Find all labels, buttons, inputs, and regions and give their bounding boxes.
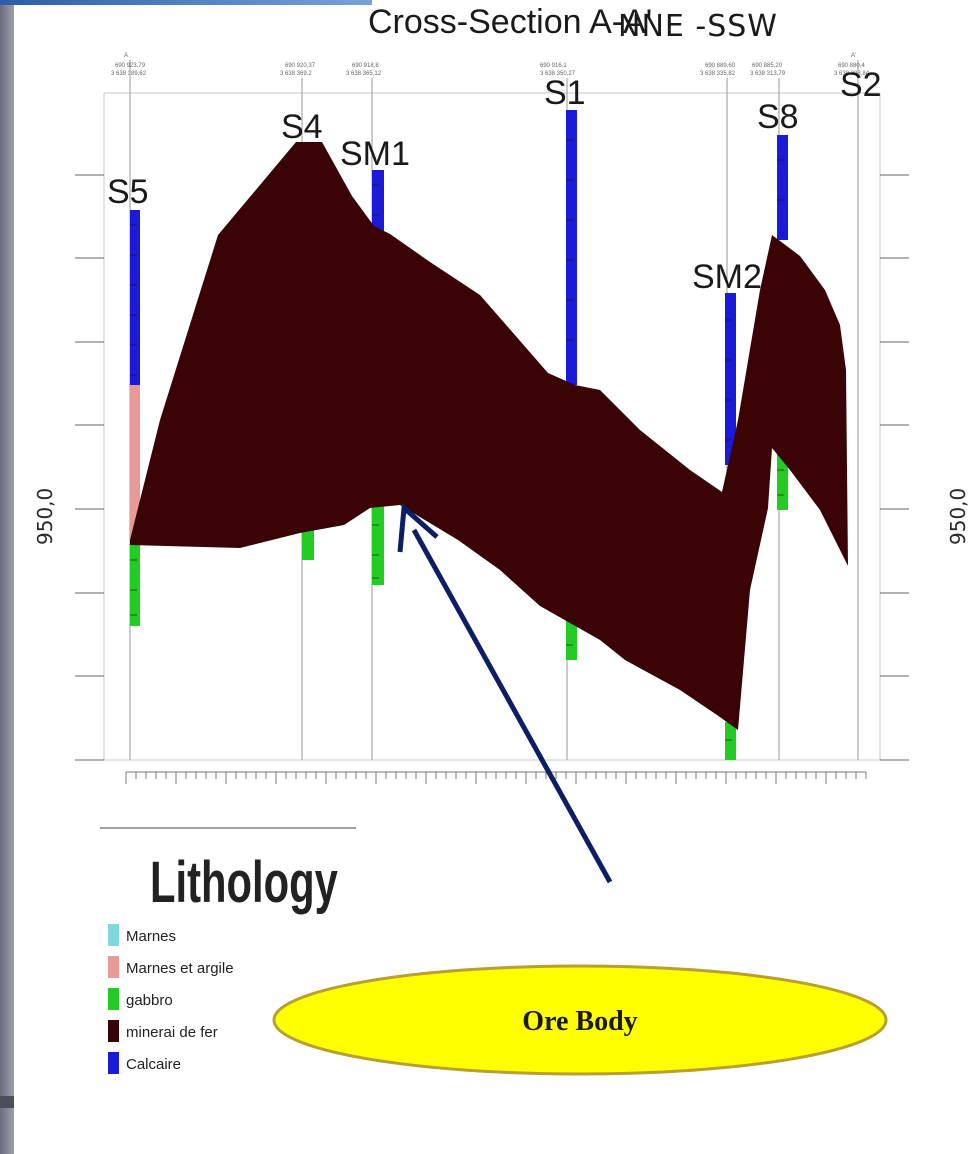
coord-northing: 3 638 365,12 xyxy=(346,71,382,77)
legend-item: Calcaire xyxy=(108,1052,181,1074)
legend-item: gabbro xyxy=(108,988,173,1010)
slide-top-bar xyxy=(0,0,372,5)
elevation-label-left: 950,0 xyxy=(33,488,57,545)
borehole-sm2-calcaire xyxy=(725,293,736,465)
legend-item: minerai de fer xyxy=(108,1020,218,1042)
coord-northing: 3 638 313,79 xyxy=(750,71,786,77)
borehole-columns xyxy=(130,110,788,760)
coord-easting: 690 920,37 xyxy=(285,63,316,69)
borehole-label-sm2: SM2 xyxy=(692,258,762,296)
coord-northing: 3 638 335,82 xyxy=(700,71,736,77)
legend: Marnes Marnes et argile gabbro minerai d… xyxy=(108,924,234,1074)
ore-body xyxy=(130,142,848,730)
section-frame xyxy=(103,92,881,761)
distance-scale-ticks xyxy=(125,772,867,784)
left-elevation-ticks xyxy=(75,174,104,761)
legend-label: Calcaire xyxy=(126,1056,181,1073)
borehole-s5-calcaire xyxy=(130,210,140,385)
borehole-s1-gabbro xyxy=(566,595,577,660)
coord-easting: 690 889,60 xyxy=(705,63,736,69)
coord-easting: 690 880,4 xyxy=(838,63,865,69)
legend-swatch xyxy=(108,1020,119,1042)
borehole-label-s2: S2 xyxy=(840,66,882,104)
borehole-label-s8: S8 xyxy=(757,98,799,136)
legend-swatch xyxy=(108,1052,119,1074)
coord-easting: 690 885,20 xyxy=(752,63,783,69)
borehole-label-sm1: SM1 xyxy=(340,135,410,173)
coord-northing: 3 638 389,62 xyxy=(111,71,147,77)
coord-easting: 690 918,8 xyxy=(352,63,379,69)
borehole-depth-marks xyxy=(130,139,784,741)
borehole-s4-gabbro xyxy=(302,525,314,560)
slide-left-border xyxy=(0,0,14,1154)
legend-swatch xyxy=(108,988,119,1010)
ore-body-label: Ore Body xyxy=(522,1006,637,1037)
right-elevation-ticks xyxy=(880,174,909,761)
borehole-s1-calcaire xyxy=(566,110,577,385)
borehole-sm1-calcaire xyxy=(372,170,384,232)
borehole-label-s1: S1 xyxy=(544,74,586,112)
legend-label: Marnes xyxy=(126,928,176,945)
borehole-sm1-gabbro xyxy=(372,500,384,585)
elevation-label-right: 950,0 xyxy=(946,488,970,545)
section-start-label: A xyxy=(124,53,128,59)
section-end-label: A' xyxy=(851,53,856,59)
legend-item: Marnes et argile xyxy=(108,956,234,978)
slide-corner-mark xyxy=(0,1096,14,1108)
header-coordinates: 690 923,79 3 638 389,62 690 920,37 3 638… xyxy=(111,63,870,77)
section-title: Cross-Section A-A' xyxy=(368,3,652,41)
borehole-s5-marnes-argile xyxy=(130,385,140,540)
legend-label: Marnes et argile xyxy=(126,960,234,977)
legend-swatch xyxy=(108,956,119,978)
section-direction: NNE -SSW xyxy=(618,9,778,44)
coord-northing: 3 638 308,84 xyxy=(834,71,870,77)
legend-label: gabbro xyxy=(126,992,173,1009)
borehole-label-s4: S4 xyxy=(281,108,323,146)
coord-easting: 690 916,1 xyxy=(540,63,567,69)
legend-label: minerai de fer xyxy=(126,1024,218,1041)
borehole-label-s5: S5 xyxy=(107,173,149,211)
ore-body-arrow xyxy=(397,502,613,884)
ore-body-callout xyxy=(272,964,888,1076)
legend-swatch xyxy=(108,924,119,946)
legend-title: Lithology xyxy=(150,849,338,914)
borehole-s5-gabbro xyxy=(130,540,140,626)
borehole-s8-gabbro xyxy=(777,450,788,510)
borehole-sm2-gabbro xyxy=(725,722,736,760)
borehole-s8-calcaire xyxy=(777,135,788,240)
legend-item: Marnes xyxy=(108,924,176,946)
coord-northing: 3 638 350,27 xyxy=(540,71,576,77)
coord-northing: 3 638 369,2 xyxy=(280,71,312,77)
